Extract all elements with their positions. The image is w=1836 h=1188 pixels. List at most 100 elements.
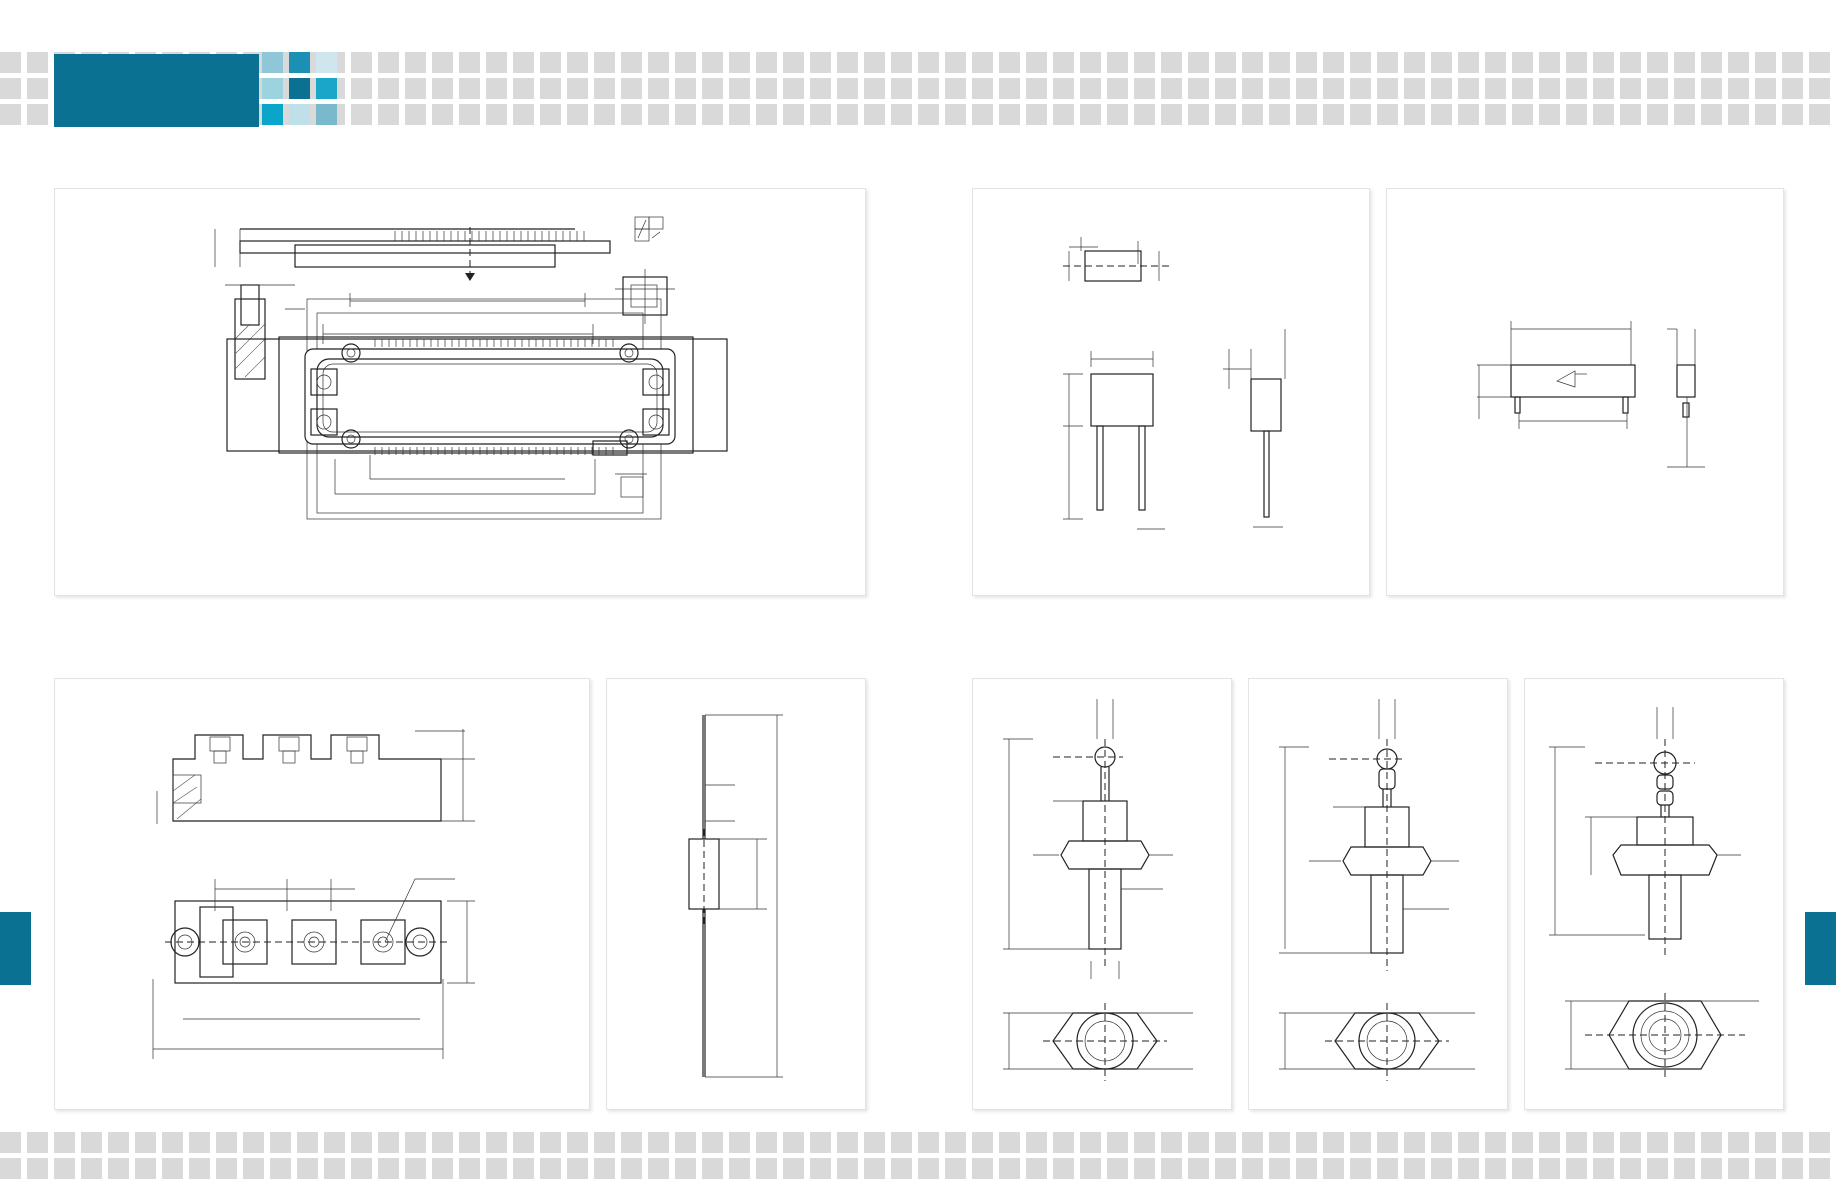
header-tile [1647,104,1668,125]
header-tile [1350,1132,1371,1153]
header-tile [1404,1132,1425,1153]
header-tile [1755,78,1776,99]
header-tile [1134,78,1155,99]
header-tile [945,104,966,125]
header-tile [378,78,399,99]
header-tile [1593,104,1614,125]
header-tile [648,78,669,99]
header-tile [945,1132,966,1153]
header-tile [1782,1132,1803,1153]
header-tile [1161,104,1182,125]
header-tile [459,52,480,73]
header-tile [1026,52,1047,73]
header-tile [594,1158,615,1179]
header-tile [756,1158,777,1179]
header-tile [27,52,48,73]
header-tile [1053,52,1074,73]
header-tile [1134,52,1155,73]
header-tile [27,78,48,99]
screw-terminal-module-drawing-icon [152,729,475,1059]
header-tile [999,78,1020,99]
axial-diode-outline-panel [606,678,866,1110]
header-tile [999,1132,1020,1153]
header-tile [1809,52,1830,73]
header-tile [405,1132,426,1153]
rectangular-component-drawing-icon [1477,321,1705,468]
header-tile [1728,78,1749,99]
header-tile [675,78,696,99]
header-tile [405,78,426,99]
header-tile [378,52,399,73]
header-tile [675,1132,696,1153]
header-tile [1458,1132,1479,1153]
header-tile [1242,1132,1263,1153]
header-tile [216,1132,237,1153]
header-tile [1485,78,1506,99]
header-tile [945,78,966,99]
header-tile [1377,52,1398,73]
header-tile [810,78,831,99]
header-tile [945,1158,966,1179]
header-tile [1323,78,1344,99]
header-tile [351,104,372,125]
header-tile [675,1158,696,1179]
header-tile [783,104,804,125]
header-tile [756,1132,777,1153]
header-tile [324,1158,345,1179]
header-tile [1512,104,1533,125]
header-tile [729,1132,750,1153]
header-tile [1215,78,1236,99]
header-tile [1053,1132,1074,1153]
header-tile [1431,78,1452,99]
header-tile [54,1158,75,1179]
header-tile [1755,104,1776,125]
accent-tile [289,52,310,73]
header-tile [1728,104,1749,125]
header-tile [1647,1158,1668,1179]
header-tile [189,1158,210,1179]
header-tile [1593,52,1614,73]
header-tile [1701,1132,1722,1153]
header-tile [1404,52,1425,73]
header-tile [513,78,534,99]
header-tile [1809,1158,1830,1179]
header-tile [1485,1158,1506,1179]
header-tile [1593,1158,1614,1179]
header-tile [1431,104,1452,125]
header-tile [675,104,696,125]
header-tile [621,1132,642,1153]
header-tile [162,1132,183,1153]
header-tile [891,78,912,99]
header-tile [1026,78,1047,99]
header-tile [1296,52,1317,73]
header-tile [567,78,588,99]
header-tile [486,1132,507,1153]
header-tile [459,1132,480,1153]
header-tile [1215,1132,1236,1153]
header-tile [837,78,858,99]
header-tile [1107,1158,1128,1179]
header-tile [1377,1132,1398,1153]
header-tile [1782,52,1803,73]
header-tile [702,1132,723,1153]
header-tile [378,1132,399,1153]
header-tile [1296,78,1317,99]
header-tile [459,78,480,99]
header-tile [1431,1158,1452,1179]
header-tile [1809,78,1830,99]
header-tile [1242,78,1263,99]
header-tile [1539,52,1560,73]
header-tile [945,52,966,73]
header-tile [837,52,858,73]
header-tile [918,78,939,99]
stud-diode-outline-2-panel [1248,678,1508,1110]
header-tile [864,78,885,99]
header-tile [972,52,993,73]
igbt-module-drawing-icon [214,216,728,520]
header-tile [756,52,777,73]
header-tile [27,1132,48,1153]
header-tile [1188,78,1209,99]
header-tile [810,1158,831,1179]
header-tile [1674,1158,1695,1179]
header-tile [1431,1132,1452,1153]
